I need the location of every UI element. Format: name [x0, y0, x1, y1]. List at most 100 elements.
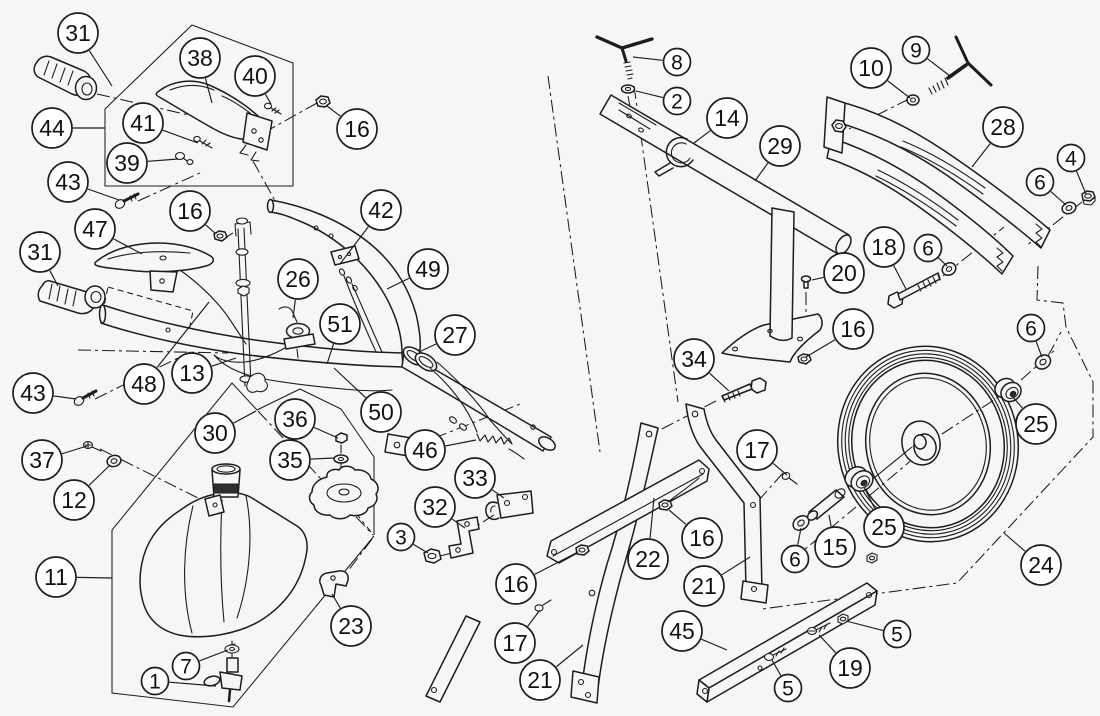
callout-balloon [330, 605, 372, 647]
callout-balloon [913, 233, 943, 263]
callout-balloon [407, 248, 449, 290]
bearing-25b [994, 377, 1022, 403]
callout-leader [811, 276, 824, 281]
callout-number: 46 [412, 437, 438, 463]
callout-leader [310, 457, 335, 460]
callout-17-53: 17 [494, 609, 541, 664]
callout-balloon [57, 12, 99, 54]
callout-28-14: 28 [971, 106, 1024, 168]
nut-on-bar [866, 552, 878, 564]
fuel-tank [139, 491, 308, 638]
callout-leader [693, 130, 711, 144]
callout-balloon [662, 47, 692, 77]
callout-number: 16 [689, 525, 715, 551]
callout-leader [326, 105, 341, 117]
callout-leader [971, 143, 991, 168]
bolt-34 [721, 377, 767, 403]
nut-36 [335, 432, 348, 444]
callout-leader [709, 372, 730, 392]
callout-number: 7 [180, 655, 192, 678]
callout-30-40: 30 [194, 410, 257, 454]
washer-12 [106, 454, 122, 468]
callout-leader [1076, 171, 1087, 195]
callout-number: 49 [415, 256, 441, 282]
callout-11-43: 11 [35, 556, 113, 598]
grip-31a [33, 55, 98, 101]
grip-31b [37, 280, 106, 315]
callout-balloon [1056, 143, 1086, 173]
callout-leader [76, 576, 113, 579]
group-11-boundary [111, 382, 375, 708]
callout-number: 24 [1028, 552, 1054, 578]
callout-leader [49, 270, 59, 287]
callout-balloon [122, 102, 164, 144]
callout-42-20: 42 [339, 189, 402, 265]
callout-number: 8 [671, 51, 683, 74]
callout-35-42: 35 [269, 439, 335, 481]
callout-number: 17 [744, 437, 770, 463]
callout-13-25: 13 [171, 352, 237, 394]
callout-50-28: 50 [333, 367, 402, 433]
callout-number: 16 [344, 116, 370, 142]
callout-balloon [1020, 544, 1062, 586]
callout-41-4: 41 [122, 102, 199, 144]
callout-number: 16 [503, 571, 529, 597]
callout-leader [451, 518, 466, 529]
callout-leader [292, 299, 296, 319]
callout-balloon [47, 161, 89, 203]
stand-tube [769, 207, 795, 342]
callout-number: 41 [130, 110, 156, 136]
left-controls [37, 217, 316, 393]
callout-leader [1050, 191, 1067, 206]
callout-number: 43 [55, 169, 81, 195]
callout-balloon [494, 622, 536, 664]
callout-balloon [673, 338, 715, 380]
washer-2 [620, 84, 636, 94]
callout-number: 16 [840, 316, 866, 342]
callout-balloon [360, 189, 402, 231]
callout-leader [845, 620, 884, 631]
callout-number: 16 [177, 198, 203, 224]
nut-16-brace-right [658, 477, 700, 511]
nut-5a [837, 613, 849, 625]
fuel-tank-group [139, 432, 379, 703]
callout-number: 30 [202, 420, 228, 446]
callout-leader [668, 509, 687, 525]
callout-balloon [627, 538, 669, 580]
callout-number: 18 [871, 234, 897, 260]
callout-balloon [829, 647, 871, 689]
callout-leader [1003, 532, 1026, 552]
callout-16-33: 16 [805, 308, 874, 358]
callout-21-56: 21 [683, 556, 751, 607]
callout-15-59: 15 [814, 514, 856, 568]
upper-handlebar [823, 35, 1096, 275]
callout-balloon [495, 563, 537, 605]
callout-12-39: 12 [53, 464, 111, 521]
callout-balloon [882, 619, 912, 649]
throttle-26 [278, 306, 316, 359]
cables [343, 275, 383, 353]
callout-balloon [179, 37, 221, 79]
callout-balloon [863, 226, 905, 268]
callout-38-1: 38 [179, 37, 221, 104]
callout-leader [169, 681, 217, 687]
fuel-cap-group [308, 432, 379, 520]
leg-strap [425, 615, 481, 703]
t-handle-bolt [595, 35, 654, 94]
callout-leader [805, 339, 836, 358]
callout-number: 19 [837, 655, 863, 681]
washer-6b [941, 261, 957, 277]
callout-number: 51 [327, 311, 353, 337]
callout-25-37: 25 [1011, 395, 1057, 445]
bolt-20 [800, 275, 812, 289]
bolt-9 [928, 35, 993, 95]
callout-number: 12 [61, 487, 87, 513]
callout-leader [1011, 395, 1023, 409]
bearing-25a [844, 466, 874, 492]
callout-number: 9 [910, 39, 922, 62]
callout-leader [797, 527, 802, 545]
callout-27-24: 27 [418, 314, 476, 356]
callout-balloon [823, 252, 865, 294]
callout-balloon [863, 506, 905, 548]
callout-number: 10 [858, 55, 884, 81]
